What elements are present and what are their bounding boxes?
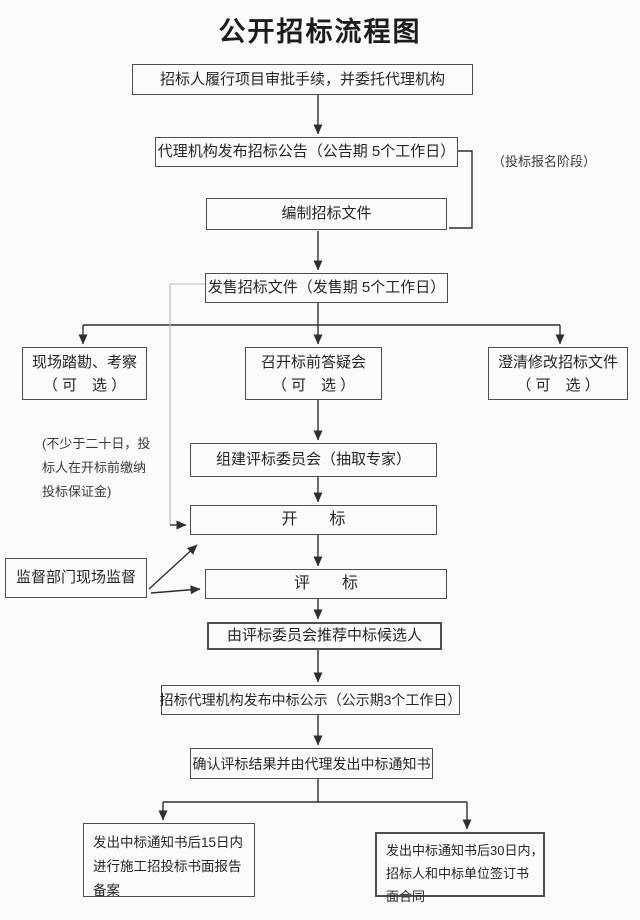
node-sell-docs-label: 发售招标文件（发售期 5个工作日）	[207, 279, 446, 296]
node-committee: 组建评标委员会（抽取专家）	[190, 443, 437, 477]
node-qa-meeting-line1: 召开标前答疑会	[260, 353, 366, 371]
connector-supervision-to-evaluation	[150, 585, 201, 595]
node-publicity-label: 招标代理机构发布中标公示（公示期3个工作日）	[159, 692, 462, 708]
node-bid-evaluation: 评 标	[205, 569, 447, 599]
node-committee-label: 组建评标委员会（抽取专家）	[215, 451, 411, 468]
annotation-registration-stage: （投标报名阶段）	[492, 154, 597, 169]
node-bid-opening: 开 标	[190, 505, 437, 535]
node-recommend: 由评标委员会推荐中标候选人	[207, 622, 442, 650]
node-approval: 招标人履行项目审批手续，并委托代理机构	[132, 64, 473, 95]
node-qa-meeting-line2: （ 可 选 ）	[271, 376, 356, 394]
node-prepare-docs-label: 编制招标文件	[281, 205, 372, 222]
node-publicity: 招标代理机构发布中标公示（公示期3个工作日）	[159, 685, 462, 715]
node-filing-report: 发出中标通知书后15日内 进行施工招投标书面报告 备案	[83, 823, 255, 898]
node-confirm-notice: 确认评标结果并由代理发出中标通知书	[190, 748, 433, 779]
connector-announcement-side-loop	[449, 150, 473, 229]
node-clarify-docs: 澄清修改招标文件 （ 可 选 ）	[488, 347, 628, 400]
node-bid-evaluation-label: 评 标	[293, 575, 358, 592]
node-site-visit: 现场踏勘、考察 （ 可 选 ）	[22, 347, 147, 400]
node-supervision: 监督部门现场监督	[5, 558, 147, 598]
node-sign-contract: 发出中标通知书后30日内， 招标人和中标单位签订书 面合同	[375, 832, 545, 904]
node-sell-docs: 发售招标文件（发售期 5个工作日）	[205, 273, 448, 303]
node-clarify-docs-line1: 澄清修改招标文件	[497, 353, 618, 371]
node-filing-report-line1: 发出中标通知书后15日内	[93, 835, 244, 850]
node-filing-report-line2: 进行施工招投标书面报告	[93, 859, 242, 874]
node-sign-contract-line3: 面合同	[386, 889, 426, 904]
node-prepare-docs: 编制招标文件	[206, 198, 447, 230]
page-title: 公开招标流程图	[218, 17, 422, 47]
node-confirm-notice-label: 确认评标结果并由代理发出中标通知书	[192, 755, 431, 772]
deposit-note-line1: (不少于二十日，投	[42, 436, 151, 451]
deposit-note-line3: 投标保证金)	[42, 484, 112, 499]
connector-sell-to-opening-light	[169, 283, 205, 525]
node-announcement-label: 代理机构发布招标公告（公告期 5个工作日）	[157, 143, 456, 160]
node-qa-meeting: 召开标前答疑会 （ 可 选 ）	[245, 347, 382, 400]
node-sign-contract-line2: 招标人和中标单位签订书	[386, 866, 530, 881]
node-site-visit-line1: 现场踏勘、考察	[31, 353, 137, 371]
node-announcement: 代理机构发布招标公告（公告期 5个工作日）	[155, 137, 458, 167]
node-site-visit-line2: （ 可 选 ）	[42, 376, 127, 394]
node-filing-report-line3: 备案	[93, 883, 120, 898]
node-approval-label: 招标人履行项目审批手续，并委托代理机构	[159, 70, 445, 88]
node-bid-opening-label: 开 标	[281, 511, 346, 528]
annotation-deposit-note: (不少于二十日，投 标人在开标前缴纳 投标保证金)	[42, 432, 150, 504]
node-sign-contract-line1: 发出中标通知书后30日内，	[386, 843, 544, 858]
connector-supervision-to-opening	[148, 544, 198, 590]
node-supervision-label: 监督部门现场监督	[15, 569, 136, 586]
deposit-note-line2: 标人在开标前缴纳	[42, 460, 147, 475]
node-recommend-label: 由评标委员会推荐中标候选人	[226, 627, 422, 644]
node-clarify-docs-line2: （ 可 选 ）	[516, 376, 600, 394]
